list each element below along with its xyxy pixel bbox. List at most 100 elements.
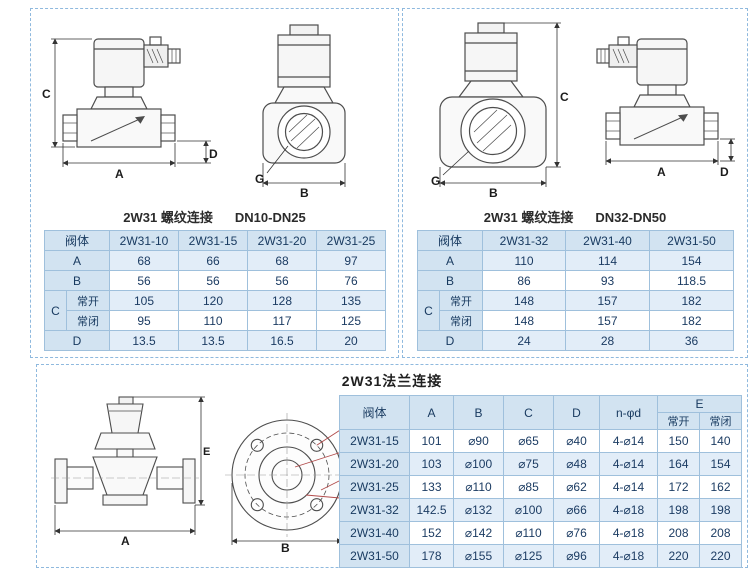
table-row: 2W31-20 103 ⌀100 ⌀75 ⌀48 4-⌀14 164 154 <box>339 452 743 476</box>
col-header: n-φd <box>599 395 658 430</box>
dimension-table-dn10-dn25: 阀体 2W31-10 2W31-15 2W31-20 2W31-25 A 68 … <box>43 230 387 351</box>
table-row: 2W31-40 152 ⌀142 ⌀110 ⌀76 4-⌀18 208 208 <box>339 521 743 545</box>
col-header: 2W31-25 <box>316 230 387 251</box>
dim-label-e: E <box>203 446 210 458</box>
cell: 93 <box>565 270 651 291</box>
cell: 36 <box>649 330 735 351</box>
dim-label-b: B <box>489 186 498 200</box>
cell: ⌀96 <box>553 544 600 568</box>
cell: 56 <box>178 270 249 291</box>
cell: 208 <box>698 521 743 545</box>
dim-label-g: G <box>431 174 440 188</box>
cell: 13.5 <box>109 330 180 351</box>
row-label: A <box>43 250 111 271</box>
col-header: 2W31-20 <box>247 230 318 251</box>
table-row: C 常开 105 120 128 135 <box>44 290 387 331</box>
din-connector <box>608 44 638 68</box>
panel-flange: 2W31法兰连接 <box>36 364 748 568</box>
cell: 154 <box>698 452 743 476</box>
table-row: 2W31-32 142.5 ⌀132 ⌀100 ⌀66 4-⌀18 198 19… <box>339 498 743 522</box>
cell: 140 <box>698 429 743 453</box>
cell: ⌀66 <box>553 498 600 522</box>
dimension-lines <box>605 138 735 165</box>
cell: ⌀48 <box>553 452 600 476</box>
row-sublabel-open: 常开 <box>65 290 111 311</box>
row-sublabel-closed: 常闭 <box>438 310 484 331</box>
valve-front-view-drawing: G B <box>255 24 346 200</box>
cell: 172 <box>657 475 700 499</box>
row-label: B <box>43 270 111 291</box>
bolt-hole <box>310 438 324 452</box>
coil <box>106 403 144 434</box>
dim-label-a: A <box>657 165 666 179</box>
table-header-row: 阀体 A B C D n-φd E <box>339 395 743 430</box>
panel-threaded-dn10-dn25: C A D G B 2W31 <box>30 8 399 358</box>
cell: 68 <box>247 250 318 271</box>
dimension-lines <box>439 22 561 187</box>
bolt-hole <box>250 438 264 452</box>
cell: 105 <box>109 290 180 311</box>
row-label: B <box>416 270 484 291</box>
cell: 128 <box>247 290 318 311</box>
bolt-hole <box>250 498 264 512</box>
cell: 162 <box>698 475 743 499</box>
cell: 220 <box>657 544 700 568</box>
table-row: 常闭 148 157 182 <box>418 310 735 331</box>
panel-caption: 2W31 螺纹连接 DN10-DN25 <box>31 207 398 226</box>
cell: ⌀110 <box>453 475 504 499</box>
caption-range: DN10-DN25 <box>234 210 306 225</box>
cell: 133 <box>409 475 454 499</box>
valve-front-view-drawing: G B C <box>431 22 569 200</box>
cell: 56 <box>109 270 180 291</box>
corner-cell: 阀体 <box>43 230 111 251</box>
cell: 97 <box>316 250 387 271</box>
cell: 68 <box>109 250 180 271</box>
table-row: 2W31-50 178 ⌀155 ⌀125 ⌀96 4-⌀18 220 220 <box>339 544 743 568</box>
table-row: 2W31-15 101 ⌀90 ⌀65 ⌀40 4-⌀14 150 140 <box>339 429 743 453</box>
panel-threaded-dn32-dn50: G B C <box>402 8 748 358</box>
cell: 4-⌀14 <box>599 452 658 476</box>
row-label: C <box>417 290 440 331</box>
cell: 182 <box>649 290 735 311</box>
section-title: 2W31法兰连接 <box>341 373 443 389</box>
cell: 154 <box>649 250 735 271</box>
flange-left <box>54 458 68 504</box>
table-row: C 常开 148 157 182 <box>417 290 735 331</box>
dimension-lines <box>54 396 205 535</box>
col-subheader-closed: 常闭 <box>698 412 743 430</box>
row-label: C <box>44 290 67 331</box>
cell: 164 <box>657 452 700 476</box>
table-row: 常闭 95 110 117 125 <box>45 310 387 331</box>
cell: 120 <box>178 290 249 311</box>
cell: 4-⌀14 <box>599 475 658 499</box>
cell: ⌀142 <box>453 521 504 545</box>
caption-range: DN32-DN50 <box>595 210 667 225</box>
col-header: 2W31-15 <box>178 230 249 251</box>
cell: 28 <box>565 330 651 351</box>
row-label: 2W31-32 <box>339 498 410 522</box>
cell: ⌀110 <box>503 521 554 545</box>
table-header-row: 阀体 2W31-10 2W31-15 2W31-20 2W31-25 <box>43 230 387 251</box>
row-label: 2W31-20 <box>339 452 410 476</box>
caption-model: 2W31 螺纹连接 <box>123 210 213 225</box>
dim-label-d: D <box>720 165 729 179</box>
cell: ⌀132 <box>453 498 504 522</box>
col-header: 2W31-10 <box>109 230 180 251</box>
cell: 118.5 <box>649 270 735 291</box>
cell: 198 <box>657 498 700 522</box>
valve-geometry <box>51 396 199 506</box>
table-header-row: 阀体 2W31-32 2W31-40 2W31-50 <box>416 230 735 251</box>
cell: 157 <box>565 310 651 331</box>
cell: 4-⌀18 <box>599 521 658 545</box>
col-header-e: E <box>656 395 743 413</box>
col-header: 2W31-50 <box>649 230 735 251</box>
col-header: D <box>553 395 600 430</box>
valve-geometry <box>596 36 719 146</box>
cell: ⌀100 <box>503 498 554 522</box>
cell: 4-⌀14 <box>599 429 658 453</box>
cell: 103 <box>409 452 454 476</box>
row-label: 2W31-50 <box>339 544 410 568</box>
cell: 178 <box>409 544 454 568</box>
dimension-lines <box>51 38 211 167</box>
